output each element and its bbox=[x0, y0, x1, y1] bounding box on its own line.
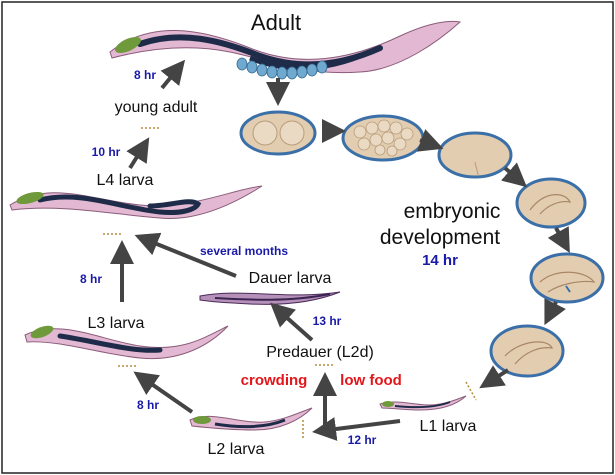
embryonic-label-line2: development bbox=[380, 226, 500, 249]
time-l1: 12 hr bbox=[348, 433, 377, 447]
l4-worm-illustration bbox=[9, 185, 263, 219]
arrow-embryo-5-6 bbox=[544, 298, 566, 326]
arrow-embryo-4-5 bbox=[547, 226, 570, 253]
arrows bbox=[110, 59, 570, 441]
low-food-label: low food bbox=[340, 372, 402, 389]
embryonic-time: 14 hr bbox=[422, 252, 458, 269]
arrow-l1-to-l2 bbox=[312, 417, 401, 441]
arrow-l4-to-young-adult bbox=[126, 137, 150, 170]
l1-worm-illustration bbox=[379, 395, 467, 411]
time-predauer: 13 hr bbox=[313, 314, 342, 328]
l3-worm-illustration bbox=[24, 325, 229, 360]
predauer-label: Predauer (L2d) bbox=[266, 344, 374, 361]
arrow-young-adult-to-adult bbox=[160, 59, 186, 90]
arrow-embryo-2-3 bbox=[416, 129, 444, 152]
adult-title: Adult bbox=[251, 10, 301, 35]
l2-worm-illustration bbox=[189, 407, 313, 431]
embryo-multi-cell bbox=[341, 114, 425, 162]
time-adult: 8 hr bbox=[134, 68, 156, 82]
dauer-worm-illustration bbox=[199, 291, 341, 305]
arrow-embryo-3-4 bbox=[501, 162, 528, 188]
time-l2: 8 hr bbox=[137, 398, 159, 412]
arrow-dauer-to-l4 bbox=[134, 232, 237, 278]
l4-label: L4 larva bbox=[97, 172, 154, 189]
embryo-comma bbox=[515, 177, 587, 229]
l1-label: L1 larva bbox=[420, 418, 477, 435]
time-young-adult: 10 hr bbox=[92, 145, 121, 159]
embryo-hatching bbox=[489, 324, 565, 378]
dauer-label: Dauer larva bbox=[249, 270, 332, 287]
time-dauer: several months bbox=[200, 244, 288, 258]
l2-label: L2 larva bbox=[208, 441, 265, 458]
embryonic-label-line1: embryonic bbox=[404, 200, 501, 223]
molt-markers bbox=[103, 127, 477, 438]
embryo-2-cell bbox=[239, 110, 317, 156]
arrow-predauer-to-dauer bbox=[270, 302, 314, 342]
l3-label: L3 larva bbox=[88, 315, 145, 332]
arrow-embryo-to-l1 bbox=[479, 365, 510, 389]
arrow-l2-to-l3 bbox=[133, 371, 194, 414]
young-adult-label: young adult bbox=[115, 99, 198, 116]
embryo-gastrula bbox=[437, 131, 513, 179]
adult-worm-illustration bbox=[109, 20, 462, 80]
embryo-pretzel bbox=[529, 252, 605, 304]
crowding-label: crowding bbox=[241, 372, 308, 389]
time-l4: 8 hr bbox=[80, 272, 102, 286]
